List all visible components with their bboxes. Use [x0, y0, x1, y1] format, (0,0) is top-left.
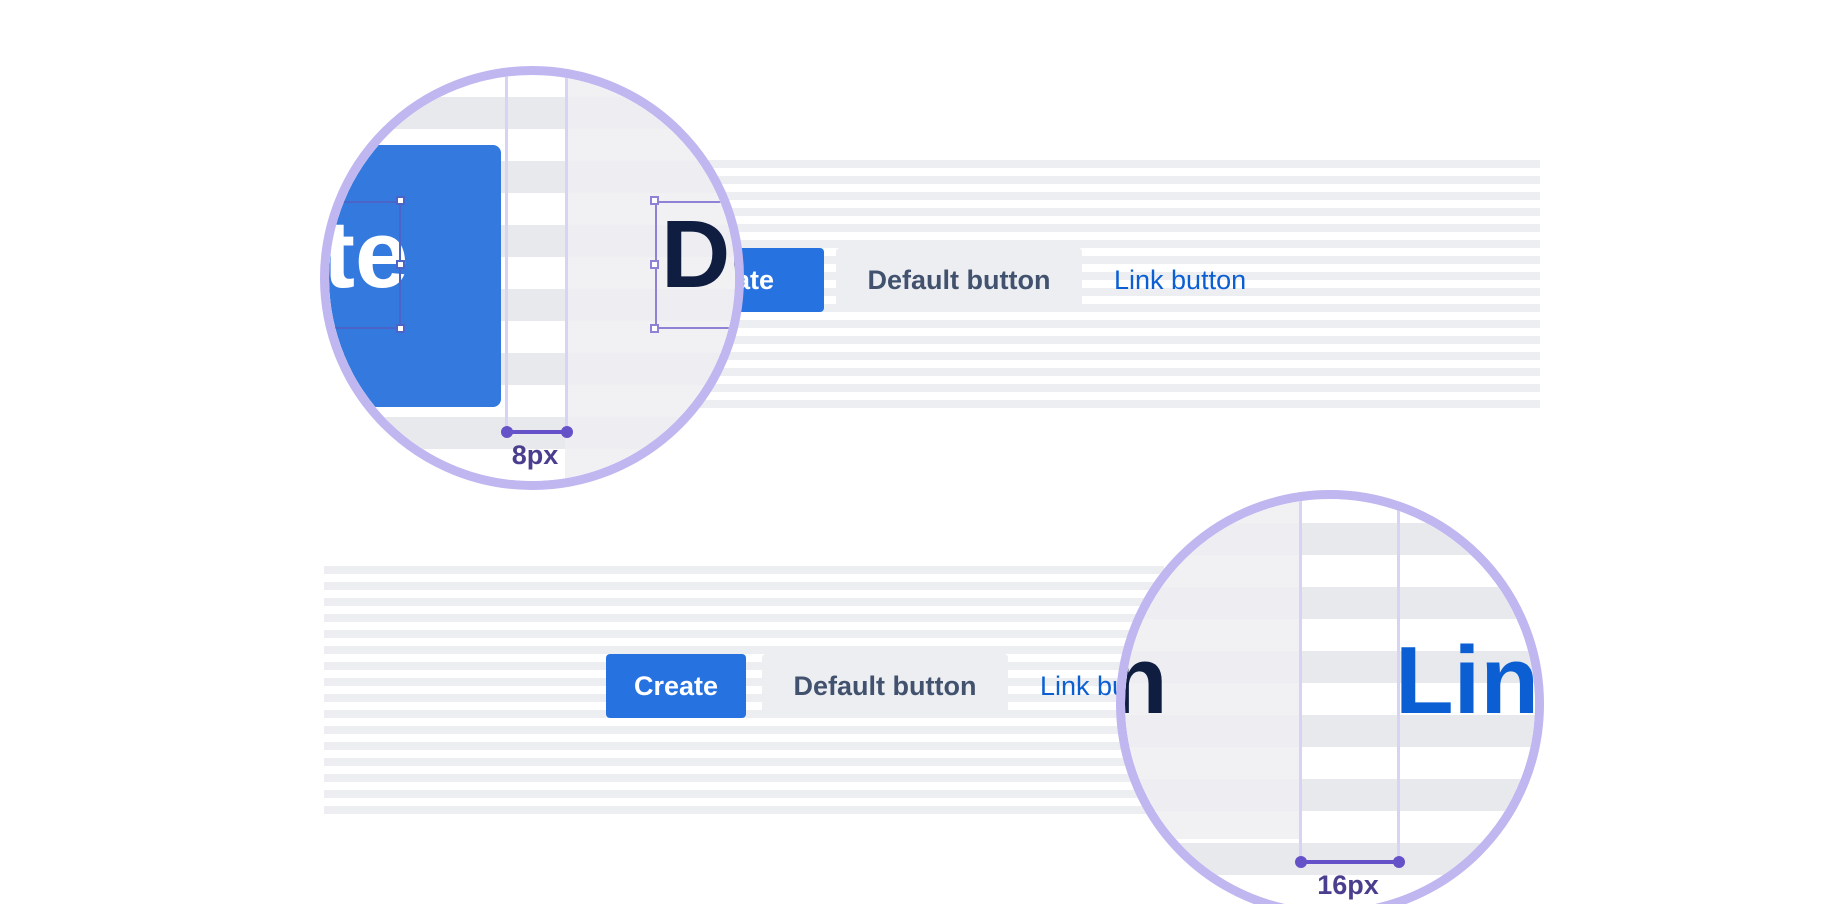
zoomed-default-button — [1125, 499, 1299, 839]
spacing-guide-right — [1397, 499, 1400, 863]
dimension-endpoint — [1295, 856, 1307, 868]
spacing-dimension-bar — [1303, 860, 1397, 864]
dimension-endpoint — [501, 426, 513, 438]
spacing-measure-label: 16px — [1317, 870, 1379, 900]
bottom-default-button[interactable]: Default button — [762, 654, 1008, 718]
selection-handle — [396, 196, 405, 205]
zoomed-default-button — [565, 75, 735, 481]
bottom-magnifier: n Lin 16px — [1116, 490, 1544, 904]
dimension-endpoint — [561, 426, 573, 438]
spacing-guide-left — [1299, 499, 1302, 863]
top-link-button[interactable]: Link button — [1114, 264, 1247, 295]
selection-handle — [650, 260, 659, 269]
selection-handle — [396, 260, 405, 269]
selection-handle — [650, 324, 659, 333]
create-text-selection — [329, 201, 401, 329]
bottom-create-button[interactable]: Create — [606, 654, 746, 718]
zoomed-default-text: n — [1125, 633, 1168, 729]
spacing-dimension-bar — [509, 430, 565, 434]
zoomed-create-button — [329, 145, 501, 407]
default-text-selection — [655, 201, 735, 329]
spacing-guide-left — [505, 75, 508, 433]
zoomed-default-text: De — [661, 201, 735, 308]
zoomed-create-text: te — [329, 201, 409, 308]
top-magnifier: te De 8px — [320, 66, 744, 490]
selection-handle — [650, 196, 659, 205]
spacing-measure-label: 8px — [511, 440, 559, 470]
dimension-endpoint — [1393, 856, 1405, 868]
spacing-guide-right — [565, 75, 568, 433]
zoomed-link-text: Lin — [1395, 627, 1535, 734]
selection-handle — [396, 324, 405, 333]
top-default-button[interactable]: Default button — [836, 248, 1082, 312]
